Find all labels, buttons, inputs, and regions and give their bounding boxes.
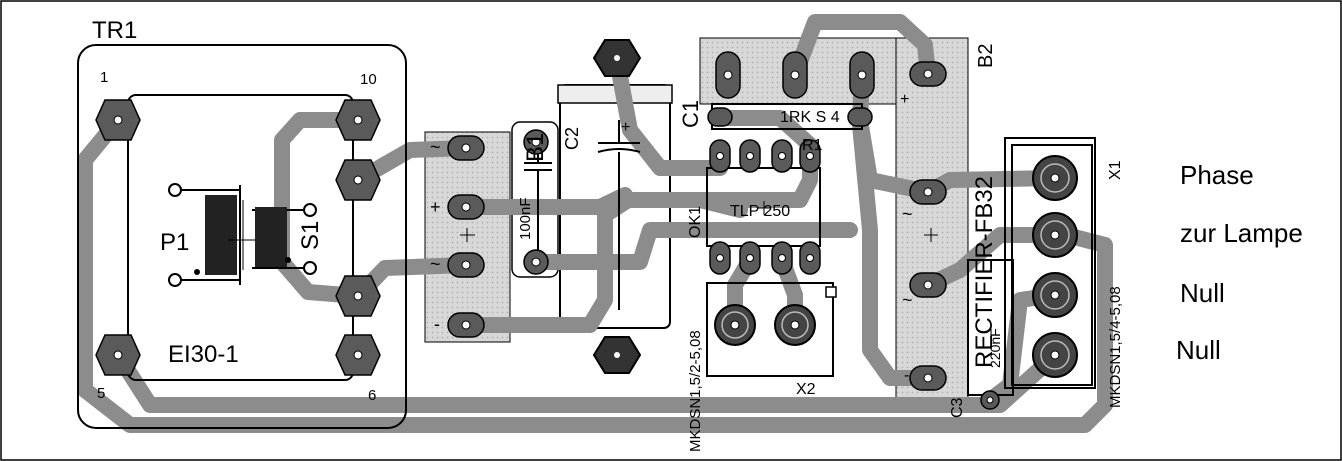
annotation-zur-lampe: zur Lampe xyxy=(1180,218,1303,248)
x2-type: MKDSN1,5/2-5,08 xyxy=(687,330,704,452)
c1-value: 100nF xyxy=(517,197,534,240)
x2-outline xyxy=(706,282,834,377)
transformer-outline xyxy=(77,44,407,429)
x1-type: MKDSN1,5/4-5,08 xyxy=(1107,286,1124,408)
trace-pin1-to-x1 xyxy=(77,112,1113,433)
trace-r1-left xyxy=(712,110,818,153)
b1-mark-1: ~ xyxy=(430,137,441,157)
r1-text: 1RK S 4 xyxy=(780,109,840,126)
x1-label: X1 xyxy=(1107,160,1124,180)
tr1-pin10-label: 10 xyxy=(360,71,377,88)
b2-label: B2 xyxy=(975,44,997,68)
b1-label: B1 xyxy=(522,133,549,162)
x1-outline xyxy=(1004,137,1096,389)
ok1-type: TLP 250 xyxy=(730,203,790,220)
b2-type: RECTIFIER-FB32 xyxy=(971,176,998,368)
trace-to-b2minus xyxy=(852,117,936,386)
annotation-null-1: Null xyxy=(1180,278,1225,308)
b2-mark-1: + xyxy=(900,91,909,108)
annotation-phase: Phase xyxy=(1180,160,1254,190)
r1-label: R1 xyxy=(802,137,823,154)
tr1-label: TR1 xyxy=(92,17,137,44)
b1-mark-2: + xyxy=(430,197,441,217)
trace-c1-to-ok1 xyxy=(528,222,858,270)
tr1-pin5-label: 5 xyxy=(97,385,105,402)
pads xyxy=(95,39,1078,410)
core-label: EI30-1 xyxy=(168,341,239,368)
ok1-outline xyxy=(706,167,821,247)
trace-triac-top xyxy=(787,14,936,83)
primary-label: P1 xyxy=(160,229,189,256)
b2-mark-2: ~ xyxy=(902,204,913,224)
tr1-pin6-label: 6 xyxy=(368,387,376,404)
c2-label: C2 xyxy=(562,127,582,150)
tr1-pin1-label: 1 xyxy=(100,69,108,86)
c3-label: C3 xyxy=(949,397,966,418)
pad-r1-1 xyxy=(707,107,733,127)
silkscreen-text: TR1 1 10 5 6 P1 S1 EI30-1 B1 ~ + ~ - 100… xyxy=(92,17,1124,452)
screw-terminals xyxy=(714,155,1078,378)
transformer-symbol xyxy=(168,183,317,287)
b1-mark-4: - xyxy=(434,314,440,334)
transformer-core-outline xyxy=(127,94,354,381)
x2-label: X2 xyxy=(796,381,816,398)
trace-c2-to-ok1 xyxy=(609,52,728,176)
b1-mark-3: ~ xyxy=(430,254,441,274)
b2-mark-4: - xyxy=(904,367,909,384)
ok1-label: OK1 xyxy=(687,206,704,238)
secondary-label: S1 xyxy=(297,221,324,250)
b2-mark-3: ~ xyxy=(902,290,913,310)
bridge2-body xyxy=(895,37,969,413)
c2-plus-mark: + xyxy=(621,119,630,136)
annotation-null-2: Null xyxy=(1176,335,1221,365)
pad-r1-2 xyxy=(847,107,873,127)
c3-value: 220nF xyxy=(987,328,1003,368)
trace-secondary xyxy=(274,112,366,304)
c1-label: C1 xyxy=(678,100,703,128)
